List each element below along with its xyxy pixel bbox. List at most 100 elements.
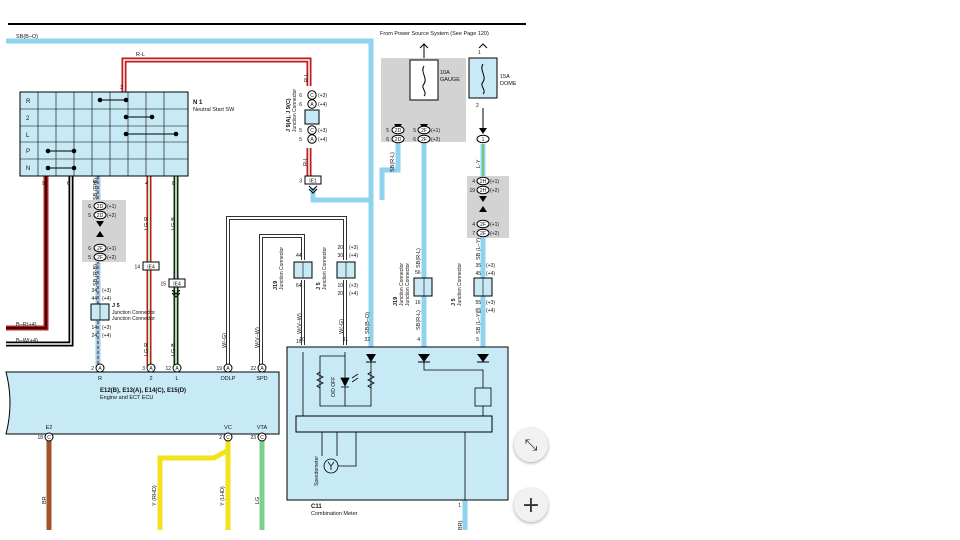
diagram-label: (+1) bbox=[490, 179, 499, 185]
diagram-label: SB (L–Y) bbox=[476, 238, 482, 260]
diagram-label: (+2) bbox=[490, 231, 499, 237]
diagram-label: 20 bbox=[337, 245, 343, 251]
wire-y bbox=[157, 440, 231, 530]
j5-left-junction: 34 (+3) 44 (+4) 14 (+3) 24 (+4) J 5 Junc… bbox=[90, 288, 155, 339]
diagram-label: LG-B bbox=[171, 217, 177, 230]
diagram-label: R-L bbox=[304, 73, 310, 82]
diagram-label: 5 bbox=[386, 128, 389, 134]
diagram-label: C bbox=[47, 435, 51, 441]
combination-meter: O/D OFF Speedometer 10 31 32 4 5 1 C11 C… bbox=[286, 337, 509, 517]
diagram-label: 64 bbox=[296, 283, 302, 289]
engine-ect-ecu: E12(B), E13(A), E14(C), E15(D) Engine an… bbox=[5, 363, 280, 442]
diagram-label: (+4) bbox=[318, 137, 327, 143]
gauge-fuse-block: 10A GAUGE 2D 2D 2F 2F 5 6 5 6 (+1) (+2) bbox=[381, 43, 466, 144]
diagram-label: 2F bbox=[480, 231, 486, 237]
diagram-label: 1 bbox=[478, 50, 481, 56]
connector-2h-2f-block: 2H 2H 2F 2F 4 19 4 7 (+1) (+2) (+1) (+2) bbox=[467, 176, 509, 238]
wire-w-g bbox=[226, 216, 347, 366]
diagram-label: (+3) bbox=[318, 128, 327, 134]
diagram-label: 2 bbox=[93, 181, 96, 187]
diagram-label: 4 bbox=[472, 222, 475, 228]
diagram-label: Y (RHD) bbox=[152, 485, 158, 506]
diagram-label: (+1) bbox=[490, 222, 499, 228]
diagram-label: Junction Connector bbox=[292, 89, 298, 132]
diagram-label: A bbox=[260, 366, 264, 372]
diagram-label: R bbox=[98, 376, 102, 382]
diagram-label: Combination Meter bbox=[311, 511, 358, 517]
diagram-label: LG bbox=[255, 497, 261, 504]
diagram-label: 22 bbox=[250, 366, 256, 372]
zoom-in-button[interactable]: + bbox=[514, 488, 548, 522]
diagram-label: 1 bbox=[482, 137, 485, 143]
diagram-label: (+4) bbox=[318, 102, 327, 108]
diagram-label: 6 bbox=[413, 137, 416, 143]
diagram-label: 65 bbox=[475, 308, 481, 314]
diagram-label: 4 bbox=[417, 337, 420, 343]
diagram-label: L-Y bbox=[476, 159, 482, 168]
fullscreen-exit-button[interactable]: ⤡ bbox=[514, 428, 548, 462]
diagram-label: Junction Connector bbox=[405, 263, 411, 306]
wire-sb-rl-left bbox=[379, 140, 401, 200]
diagram-label: 55 bbox=[475, 300, 481, 306]
diagram-label: 2D bbox=[97, 204, 104, 210]
diagram-label: Junction Connector bbox=[112, 310, 155, 316]
neutral-start-switch: R 2 L P N N 1 Neutral Start SW 3 9 6 2 4… bbox=[19, 85, 235, 187]
diagram-label: W(-G) bbox=[222, 333, 228, 348]
diagram-label: 6 bbox=[88, 204, 91, 210]
diagram-label: SB(R-L) bbox=[416, 310, 422, 330]
diagram-label: (+3) bbox=[102, 325, 111, 331]
diagram-label: 5 bbox=[299, 137, 302, 143]
diagram-label: Junction Connector bbox=[457, 263, 463, 306]
diagram-label: SB(B–O) bbox=[365, 312, 371, 334]
wire-b-w bbox=[6, 176, 74, 347]
diagram-label: 10 bbox=[337, 283, 343, 289]
diagram-label: (+3) bbox=[318, 93, 327, 99]
diagram-label: J 5 bbox=[451, 298, 457, 306]
diagram-label: 30 bbox=[337, 253, 343, 259]
ie4-connectors: IE4 14 IE4 15 bbox=[134, 261, 186, 298]
diagram-label: 10A bbox=[440, 70, 450, 76]
connector-2d-2f-left-block: 2D 2D 2F 2F 6 5 6 5 (+1) (+2) (+1) (+2) bbox=[82, 200, 126, 262]
diagram-label: E2 bbox=[46, 425, 53, 431]
diagram-label: 6 bbox=[88, 246, 91, 252]
diagram-label: 6 bbox=[386, 137, 389, 143]
diagram-label: Engine and ECT ECU bbox=[100, 395, 153, 401]
diagram-label: (+4) bbox=[349, 291, 358, 297]
diagram-label: Junction Connector bbox=[322, 247, 328, 290]
od-off-label: O/D OFF bbox=[331, 377, 337, 397]
diagram-label: BR) bbox=[458, 520, 464, 530]
diagram-label: 2F bbox=[97, 255, 103, 261]
diagram-label: BR bbox=[42, 496, 48, 504]
diagram-label: 19 bbox=[469, 188, 475, 194]
diagram-label: SB (L–Y) bbox=[476, 312, 482, 334]
diagram-label: W(V–W) bbox=[255, 327, 261, 348]
diagram-label: 10 bbox=[296, 339, 302, 345]
wire-b-r bbox=[6, 176, 49, 331]
diagram-label: 19 bbox=[216, 366, 222, 372]
diagram-label: 2 bbox=[476, 103, 479, 109]
power-source-note: From Power Source System (See Page 120) bbox=[380, 31, 489, 37]
diagram-label: (+4) bbox=[102, 333, 111, 339]
diagram-label: SB(R-L) bbox=[390, 152, 396, 172]
fullscreen-exit-icon: ⤡ bbox=[524, 435, 538, 454]
diagram-label: 2F bbox=[97, 246, 103, 252]
diagram-label: 10 bbox=[299, 337, 305, 343]
diagram-label: 56 bbox=[415, 270, 421, 276]
diagram-label: 5 bbox=[88, 213, 91, 219]
diagram-label: 2F bbox=[480, 222, 486, 228]
diagram-label: GAUGE bbox=[440, 77, 460, 83]
diagram-label: 6 bbox=[299, 102, 302, 108]
zoom-in-icon: + bbox=[521, 492, 541, 518]
diagram-label: 2F bbox=[421, 128, 427, 134]
j9-junction-connector: C A C A 6 6 5 5 (+3) (+4) (+3) (+4) J 9(… bbox=[286, 73, 327, 194]
diagram-label: 8 bbox=[172, 181, 175, 187]
diagram-label: LG-R bbox=[144, 217, 150, 230]
diagram-label: 15A bbox=[500, 74, 510, 80]
diagram-label: W(V–W) bbox=[297, 313, 303, 334]
diagram-label: Junction Connector bbox=[112, 316, 155, 322]
diagram-label: (+4) bbox=[102, 296, 111, 302]
diagram-label: 12 bbox=[165, 366, 171, 372]
diagram-label: 5 bbox=[88, 255, 91, 261]
dome-fuse-block: 15A DOME 1 2 1 bbox=[468, 43, 517, 144]
